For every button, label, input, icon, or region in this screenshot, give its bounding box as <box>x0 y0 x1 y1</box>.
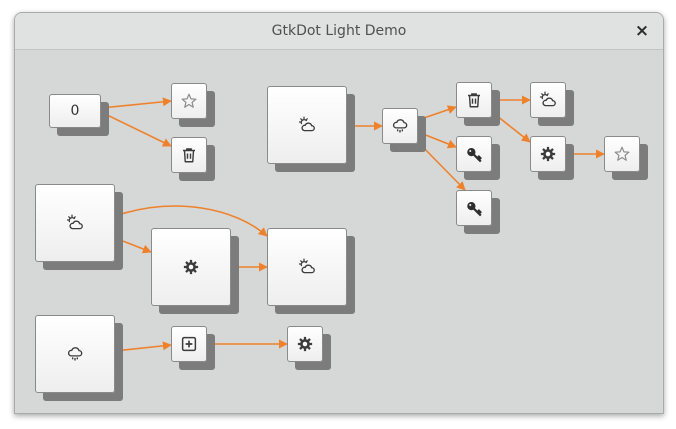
edge-rain-trash <box>417 105 457 121</box>
partly-cloudy-icon <box>66 214 84 232</box>
star-node[interactable] <box>171 83 207 119</box>
partly-cloudy-icon <box>298 116 316 134</box>
key-node-lower[interactable] <box>456 190 492 226</box>
weather-node-target[interactable] <box>267 228 347 306</box>
gear-node-large[interactable] <box>151 228 231 306</box>
gear-node-small[interactable] <box>287 326 323 362</box>
star-icon <box>180 92 198 110</box>
edge-trash-gear <box>491 111 531 143</box>
window-title: GtkDot Light Demo <box>271 23 407 39</box>
partly-cloudy-icon <box>539 91 557 109</box>
close-button[interactable]: × <box>634 21 650 41</box>
key-node-upper[interactable] <box>456 136 492 172</box>
key-icon <box>465 145 483 163</box>
trash-node[interactable] <box>171 137 207 173</box>
gear-icon <box>182 258 200 276</box>
edge-weather-gear <box>114 237 152 254</box>
edge-weather-weather <box>114 205 268 237</box>
gear-icon <box>539 145 557 163</box>
rain-node-small[interactable] <box>382 108 418 144</box>
gear-node-right[interactable] <box>530 136 566 172</box>
add-box-icon <box>180 335 198 353</box>
title-bar[interactable]: GtkDot Light Demo × <box>15 13 663 50</box>
star-icon <box>613 145 631 163</box>
counter-node[interactable]: 0 <box>49 94 101 128</box>
gear-icon <box>296 335 314 353</box>
weather-node-small[interactable] <box>530 82 566 118</box>
rain-node-large[interactable] <box>35 315 115 393</box>
trash-icon <box>465 91 483 109</box>
edge-counter-trash <box>100 111 172 147</box>
graph-canvas: 0 <box>15 50 663 413</box>
counter-value: 0 <box>70 103 80 119</box>
trash-icon <box>180 146 198 164</box>
app-window: GtkDot Light Demo × 0 <box>14 12 664 414</box>
edges-layer <box>100 95 605 352</box>
edge-rain-key2 <box>415 139 466 191</box>
rain-cloud-icon <box>66 345 84 363</box>
star-node-right[interactable] <box>604 136 640 172</box>
edge-counter-star <box>100 97 172 109</box>
edge-rain-add <box>114 341 172 352</box>
key-icon <box>465 199 483 217</box>
edge-rain-key <box>417 131 457 149</box>
weather-node-large[interactable] <box>35 184 115 262</box>
partly-cloudy-icon <box>298 258 316 276</box>
add-node[interactable] <box>171 326 207 362</box>
weather-node-root[interactable] <box>267 86 347 164</box>
rain-cloud-icon <box>391 117 409 135</box>
trash-node-right[interactable] <box>456 82 492 118</box>
